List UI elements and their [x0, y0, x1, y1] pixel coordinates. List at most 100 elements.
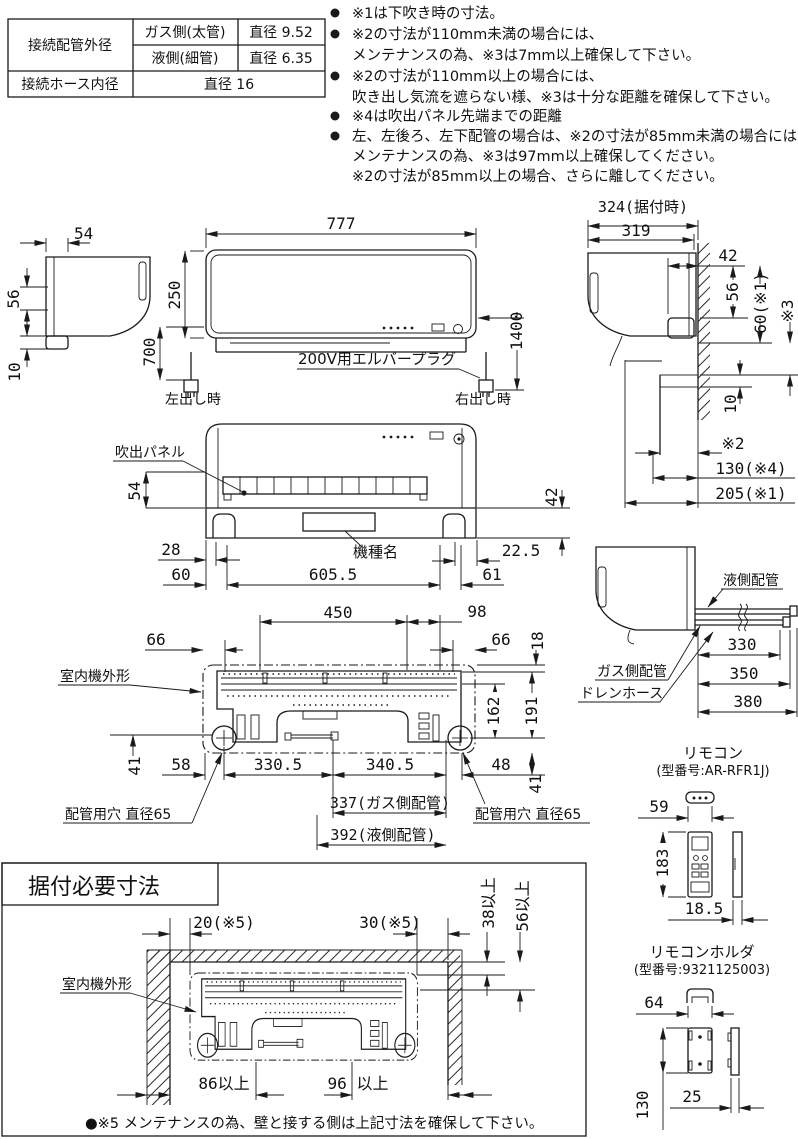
spec-table: 接続配管外径 ガス側(太管) 直径 9.52 液側(細管) 直径 6.35 接続…: [7, 18, 326, 98]
dim-install-30: 30(※5): [359, 913, 421, 932]
label-left-outlet: 左出し時: [165, 392, 221, 408]
dim-holder-130: 130: [633, 1091, 652, 1120]
label-indoor-outline: 室内機外形: [60, 668, 130, 685]
table-cell-hose-id: 接続ホース内径: [21, 76, 118, 93]
dim-rear-41l: 41: [125, 756, 144, 775]
dim-rear-48: 48: [491, 755, 510, 774]
label-outlet-panel: 吹出パネル: [115, 445, 185, 461]
label-pipe-hole-right: 配管用穴 直径65: [475, 806, 581, 823]
dim-side-ref2: ※2: [721, 434, 744, 453]
label-gas-pipe: ガス側配管: [597, 664, 667, 680]
holder-model: (型番号:9321125003): [634, 963, 770, 978]
rear-view: 450 98 66 66 18 162 191 41 41 58 330.5 3…: [58, 602, 590, 850]
dim-rear-450: 450: [324, 603, 353, 622]
dim-left-10: 10: [5, 362, 24, 381]
dim-rear-66r: 66: [491, 630, 510, 649]
dim-install-96: 96 以上: [328, 1074, 389, 1093]
install-section-title: 据付必要寸法: [28, 875, 160, 900]
table-cell-pipe-od: 接続配管外径: [28, 37, 112, 54]
dim-install-86: 86以上: [198, 1074, 249, 1093]
dim-rear-162: 162: [484, 697, 503, 726]
dim-rear-3405: 340.5: [366, 755, 414, 774]
note-2a: ※2の寸法が110mm未満の場合には、: [352, 26, 603, 43]
note-5c: ※2の寸法が85mm以上の場合、さらに離してください。: [352, 167, 724, 185]
table-cell-gas-dia: 直径 9.52: [249, 24, 313, 41]
dim-install-56: 56以上: [513, 880, 532, 931]
bullet-icon: [330, 111, 340, 121]
remote-holder-view: リモコンホルダ (型番号:9321125003) 64 130 25: [633, 943, 770, 1130]
outlet-panel-view: 機種名 吹出パネル 54 28 22.5 60 605.5 61 42: [113, 423, 570, 590]
note-2b: メンテナンスの為、※3は7mm以上確保して下さい。: [352, 47, 700, 64]
dim-front-1400: 1400: [507, 312, 526, 351]
dim-side-60: 60(※1): [751, 272, 770, 334]
dim-rear-337: 337(ガス側配管): [330, 794, 450, 812]
dim-rear-3305: 330.5: [254, 755, 302, 774]
dim-remote-59: 59: [649, 797, 668, 816]
dim-left-54: 54: [74, 224, 93, 243]
dim-panel-61: 61: [482, 565, 501, 584]
dim-rear-392: 392(液側配管): [330, 826, 435, 844]
remote-title: リモコン: [683, 744, 743, 762]
dim-side-10: 10: [721, 394, 740, 413]
install-clearance-section: 据付必要寸法 20(※5) 30(※5) 38以上 56以上 室内機外形 86以…: [1, 862, 587, 1137]
bullet-icon: [330, 71, 340, 81]
dim-side-56: 56: [723, 282, 742, 301]
label-indoor-outline-install: 室内機外形: [62, 976, 132, 993]
note-4: ※4は吹出パネル先端までの距離: [352, 107, 562, 125]
dim-install-20: 20(※5): [193, 913, 255, 932]
dim-rear-18: 18: [528, 631, 547, 650]
bullet-icon: [330, 29, 340, 39]
table-cell-liquid-dia: 直径 6.35: [249, 50, 313, 67]
label-model-name: 機種名: [353, 543, 398, 561]
dim-front-250: 250: [165, 281, 184, 310]
bullet-icon: [330, 131, 340, 141]
table-cell-liquid-side: 液側(細管): [152, 51, 219, 67]
pipe-side-view: 液側配管 ガス側配管 ドレンホース 330 350 380: [578, 546, 798, 718]
dim-rear-41r: 41: [526, 774, 545, 793]
remote-model: (型番号:AR-RFR1J): [656, 764, 769, 779]
dim-panel-225: 22.5: [502, 541, 541, 560]
dim-side-42: 42: [718, 246, 737, 265]
dim-side-ref3: ※3: [778, 299, 797, 322]
notes-list: ※1は下吹き時の寸法。 ※2の寸法が110mm未満の場合には、 メンテナンスの為…: [330, 5, 798, 185]
dim-front-700: 700: [140, 338, 159, 367]
dim-install-38: 38以上: [479, 877, 498, 928]
table-cell-hose-dia: 直径 16: [204, 76, 254, 93]
dim-panel-6055: 605.5: [309, 565, 357, 584]
dim-side-319: 319: [622, 221, 651, 240]
dim-side-130: 130(※4): [715, 459, 786, 478]
dim-rear-66l: 66: [146, 630, 165, 649]
front-view: 777 250 700 1400 左出し時 右出し時 200V用エルバープラグ: [140, 214, 526, 408]
dim-rear-98: 98: [467, 602, 486, 621]
label-drain-hose: ドレンホース: [580, 686, 663, 702]
left-side-view: 54 56 10: [4, 224, 151, 382]
note-3a: ※2の寸法が110mm以上の場合には、: [352, 68, 603, 85]
dim-panel-60: 60: [171, 565, 190, 584]
dim-holder-64: 64: [644, 993, 663, 1012]
label-pipe-hole-left: 配管用穴 直径65: [65, 806, 171, 823]
bullet-icon: [330, 8, 340, 18]
table-cell-gas-side: ガス側(太管): [145, 25, 226, 41]
dim-pipe-330: 330: [728, 635, 757, 654]
dim-left-56: 56: [4, 289, 23, 308]
install-footnote: ●※5 メンテナンスの為、壁と接する側は上記寸法を確保して下さい。: [85, 1115, 543, 1132]
note-1: ※1は下吹き時の寸法。: [352, 5, 504, 22]
label-liquid-pipe: 液側配管: [723, 573, 779, 589]
dim-panel-42: 42: [542, 487, 561, 506]
dim-panel-28: 28: [161, 540, 180, 559]
dim-rear-58: 58: [171, 755, 190, 774]
label-power-plug: 200V用エルバープラグ: [298, 350, 456, 368]
dim-pipe-380: 380: [734, 692, 763, 711]
note-3b: 吹き出し気流を遮らない様、※3は十分な距離を確保して下さい。: [352, 88, 779, 106]
dim-side-205: 205(※1): [715, 484, 786, 503]
dim-pipe-350: 350: [730, 664, 759, 683]
dim-front-777: 777: [327, 214, 356, 233]
dim-side-324: 324(据付時): [598, 198, 688, 216]
dim-remote-183: 183: [653, 849, 672, 878]
dim-panel-54: 54: [125, 481, 144, 500]
dim-rear-191: 191: [522, 697, 541, 726]
note-5a: 左、左後ろ、左下配管の場合は、※2の寸法が85mm未満の場合には、: [352, 128, 798, 145]
dim-remote-185: 18.5: [685, 899, 724, 918]
label-right-outlet: 右出し時: [455, 392, 511, 408]
